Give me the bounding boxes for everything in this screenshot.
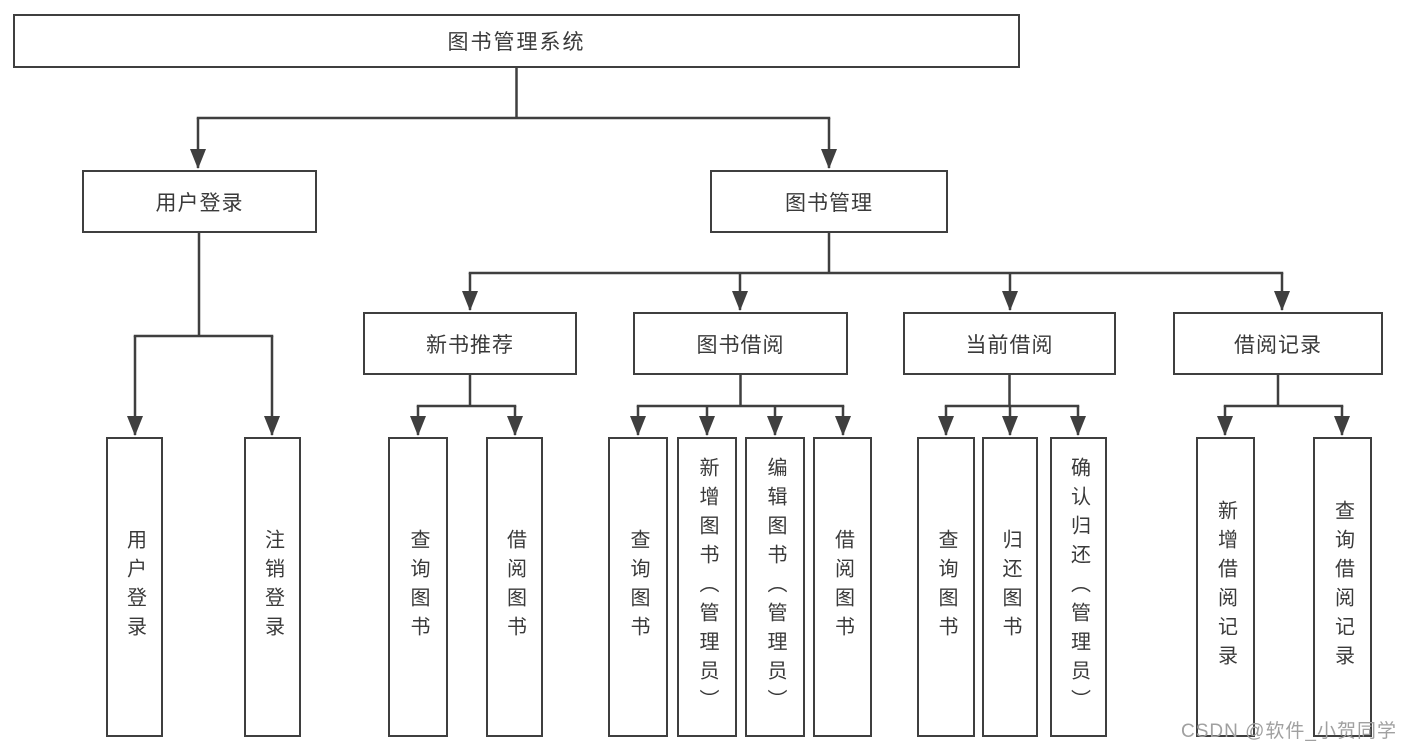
leaf-label: 查询借阅记录: [1331, 500, 1354, 674]
leaf-query-book: 查询图书: [608, 437, 668, 737]
node-borrow-record: 借阅记录: [1173, 312, 1383, 375]
leaf-borrow-book: 借阅图书: [813, 437, 872, 737]
leaf-query-borrow-record: 查询借阅记录: [1313, 437, 1372, 737]
node-user-login: 用户登录: [82, 170, 317, 233]
node-label: 当前借阅: [965, 333, 1054, 357]
leaf-query-book: 查询图书: [388, 437, 448, 737]
node-label: 用户登录: [155, 191, 244, 215]
node-label: 图书管理: [785, 191, 873, 215]
leaf-borrow-book: 借阅图书: [486, 437, 543, 737]
leaf-label: 借阅图书: [503, 529, 526, 645]
leaf-label: 新增图书（管理员）: [696, 456, 718, 718]
leaf-label: 归还图书: [999, 529, 1021, 645]
leaf-label: 编辑图书（管理员）: [764, 456, 786, 718]
leaf-query-book: 查询图书: [917, 437, 975, 737]
node-root-label: 图书管理系统: [447, 31, 586, 54]
leaf-label: 新增借阅记录: [1214, 500, 1237, 674]
leaf-return-book: 归还图书: [982, 437, 1038, 737]
leaf-label: 查询图书: [407, 529, 429, 645]
leaf-add-borrow-record: 新增借阅记录: [1196, 437, 1255, 737]
leaf-edit-book-admin: 编辑图书（管理员）: [745, 437, 805, 737]
leaf-logout: 注销登录: [244, 437, 301, 737]
leaf-label: 借阅图书: [831, 529, 854, 645]
leaf-user-login: 用户登录: [106, 437, 163, 737]
node-new-book-recommend: 新书推荐: [363, 312, 577, 375]
leaf-label: 注销登录: [261, 529, 284, 645]
node-current-borrow: 当前借阅: [903, 312, 1116, 375]
node-label: 借阅记录: [1234, 333, 1322, 357]
node-root-system: 图书管理系统: [13, 14, 1020, 68]
leaf-confirm-return-admin: 确认归还（管理员）: [1050, 437, 1107, 737]
node-book-borrow: 图书借阅: [633, 312, 848, 375]
node-label: 图书借阅: [696, 333, 785, 357]
leaf-label: 查询图书: [627, 529, 649, 645]
leaf-label: 确认归还（管理员）: [1067, 456, 1090, 718]
leaf-label: 查询图书: [935, 529, 957, 645]
leaf-label: 用户登录: [123, 529, 146, 645]
leaf-add-book-admin: 新增图书（管理员）: [677, 437, 737, 737]
node-label: 新书推荐: [426, 333, 514, 357]
node-book-management: 图书管理: [710, 170, 948, 233]
